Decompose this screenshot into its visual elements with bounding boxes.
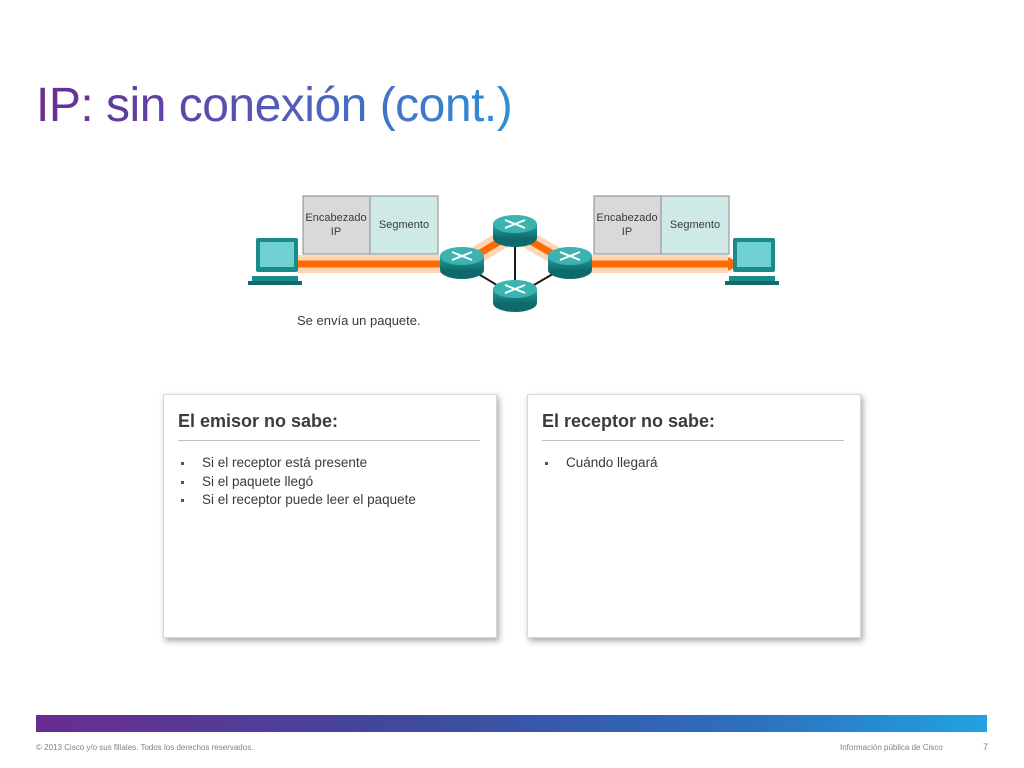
packet-segment-label: Segmento: [379, 219, 429, 231]
packet-header-label: IP: [622, 226, 632, 238]
computer-icon: [725, 238, 779, 285]
list-item: Si el paquete llegó: [178, 473, 416, 492]
list-item: Si el receptor está presente: [178, 454, 416, 473]
receiver-list: Cuándo llegará: [542, 454, 658, 473]
sender-box: El emisor no sabe: Si el receptor está p…: [163, 394, 497, 638]
packet-header-label: Encabezado: [305, 212, 366, 224]
classification: Información pública de Cisco: [840, 743, 943, 752]
receiver-box: El receptor no sabe: Cuándo llegará: [527, 394, 861, 638]
router-icon: [548, 247, 592, 279]
router-icon: [440, 247, 484, 279]
slide-title: IP: sin conexión (cont.): [36, 79, 513, 132]
packet-segment-label: Segmento: [670, 219, 720, 231]
packet-header-label: Encabezado: [596, 212, 657, 224]
computer-icon: [248, 238, 302, 285]
footer-bar: [36, 715, 987, 732]
sender-heading: El emisor no sabe:: [178, 411, 339, 431]
copyright: © 2013 Cisco y/o sus filiales. Todos los…: [36, 743, 254, 752]
divider: [542, 440, 844, 441]
receiver-heading: El receptor no sabe:: [542, 411, 716, 431]
router-icon: [493, 280, 537, 312]
page-number: 7: [983, 742, 989, 752]
packet-right: Encabezado IP Segmento: [593, 195, 730, 255]
packet-left: Encabezado IP Segmento: [302, 195, 439, 255]
divider: [178, 440, 480, 441]
list-item: Cuándo llegará: [542, 454, 658, 473]
router-icon: [493, 215, 537, 247]
packet-header-label: IP: [331, 226, 341, 238]
sender-list: Si el receptor está presente Si el paque…: [178, 454, 416, 510]
diagram-caption: Se envía un paquete.: [297, 313, 421, 328]
list-item: Si el receptor puede leer el paquete: [178, 491, 416, 510]
